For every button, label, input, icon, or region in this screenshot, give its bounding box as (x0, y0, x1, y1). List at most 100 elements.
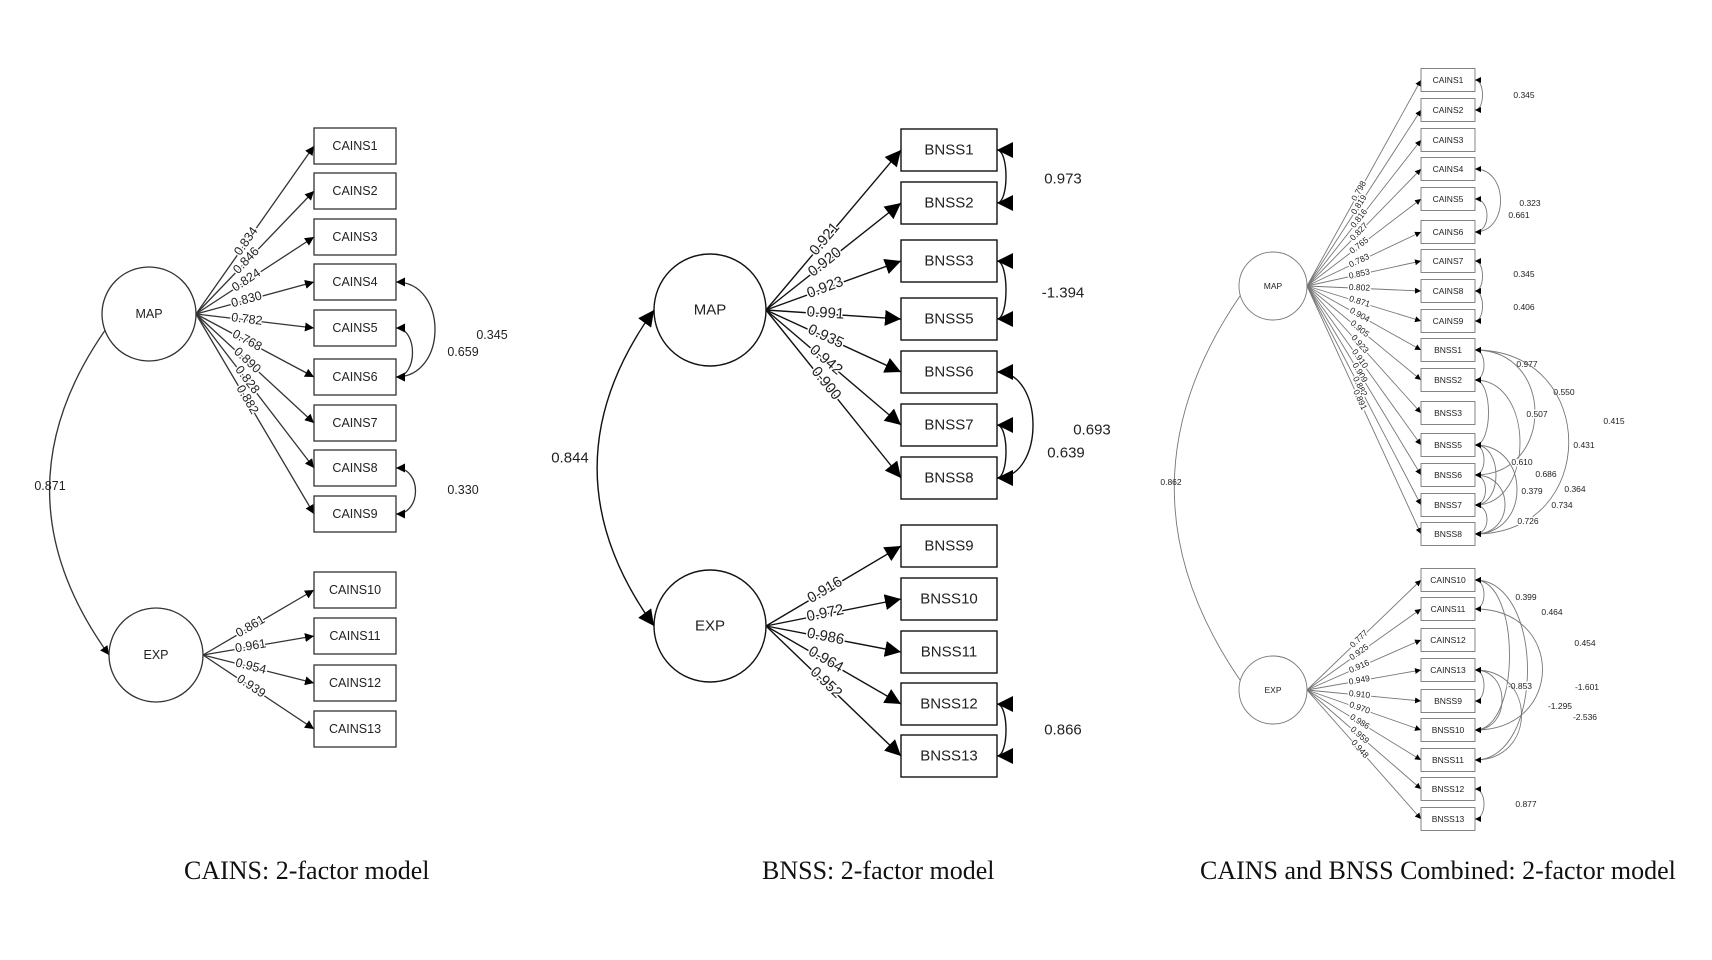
residual-covariance-arrow (1474, 377, 1489, 448)
factor-label-exp: EXP (143, 648, 168, 662)
loading-label: 0.802 (1349, 282, 1371, 293)
residual-covariance-arrow (1474, 472, 1486, 508)
factor-correlation-arrow (48, 313, 118, 656)
loading-arrow (195, 313, 315, 378)
loading-arrow (1306, 139, 1422, 287)
loading-arrow (195, 280, 315, 315)
residual-covariance-arrow (1474, 606, 1543, 733)
residual-covariance-label: 0.345 (1513, 90, 1535, 100)
indicator-label: BNSS10 (920, 591, 978, 608)
indicator-label: BNSS6 (924, 364, 973, 381)
indicator-label: CAINS11 (329, 629, 380, 643)
factor-label-exp: EXP (1264, 685, 1281, 695)
loading-arrow (765, 594, 902, 627)
indicator-label: BNSS12 (920, 696, 978, 713)
residual-covariance-arrow (996, 253, 1014, 327)
residual-covariance-label: 0.364 (1564, 484, 1586, 494)
indicator-label: BNSS10 (1432, 725, 1465, 735)
residual-covariance-arrow (1474, 472, 1506, 537)
indicator-box (900, 128, 998, 172)
indicator-label: BNSS8 (1434, 529, 1462, 539)
loading-arrow (202, 654, 315, 730)
residual-covariance-arrow (1474, 377, 1521, 508)
residual-covariance-label: 0.323 (1519, 198, 1541, 208)
indicator-label: CAINS1 (1433, 75, 1464, 85)
residual-covariance-label: 0.399 (1515, 592, 1537, 602)
loading-arrow (195, 236, 315, 315)
loading-arrow (1306, 231, 1422, 287)
residual-covariance-label: -1.394 (1042, 285, 1085, 302)
loading-arrow (1306, 285, 1422, 535)
loading-label: 0.949 (1348, 673, 1371, 687)
loading-arrow (1306, 689, 1422, 761)
residual-covariance-arrow (1474, 442, 1497, 508)
loading-arrow (1306, 639, 1422, 691)
residual-covariance-label: 0.464 (1541, 607, 1563, 617)
loading-arrow (195, 313, 315, 332)
indicator-label: BNSS5 (1434, 440, 1462, 450)
loading-arrow (1306, 168, 1422, 287)
indicator-label: BNSS12 (1432, 784, 1465, 794)
loading-arrow (1306, 285, 1422, 381)
indicator-label: BNSS11 (1432, 755, 1464, 765)
indicator-box (313, 309, 397, 347)
loading-arrow (1306, 259, 1422, 287)
loading-arrow (202, 633, 315, 656)
loading-arrow (1306, 689, 1422, 731)
loading-arrow (765, 309, 902, 373)
residual-covariance-arrow (395, 463, 417, 519)
residual-covariance-arrow (1474, 288, 1483, 324)
indicator-label: BNSS9 (924, 538, 973, 555)
loading-arrow (765, 625, 902, 657)
indicator-label: BNSS5 (924, 311, 973, 328)
loading-arrow (765, 149, 902, 311)
residual-covariance-label: 0.507 (1526, 409, 1548, 419)
indicator-box (313, 710, 397, 748)
indicator-label: CAINS13 (329, 722, 381, 736)
loading-arrow (1306, 608, 1422, 691)
indicator-label: BNSS13 (920, 748, 978, 765)
residual-covariance-arrow (1474, 347, 1485, 383)
loading-arrow (1306, 579, 1422, 691)
caption-cains-model: CAINS: 2-factor model (184, 856, 430, 885)
indicator-label: CAINS5 (332, 321, 377, 335)
indicator-label: CAINS2 (332, 184, 377, 198)
residual-covariance-label: 0.550 (1553, 387, 1575, 397)
caption-bnss-model: BNSS: 2-factor model (762, 856, 995, 885)
indicator-label: CAINS10 (1430, 575, 1466, 585)
loading-label: 0.991 (806, 303, 845, 322)
loading-arrow (1306, 285, 1422, 294)
indicator-label: BNSS2 (1434, 375, 1462, 385)
loading-arrow (202, 654, 315, 686)
indicator-label: CAINS8 (332, 461, 377, 475)
residual-covariance-label: 0.639 (1047, 445, 1085, 462)
indicator-label: CAINS2 (1433, 105, 1464, 115)
indicator-box (313, 358, 397, 396)
residual-covariance-arrow (1474, 577, 1485, 612)
residual-covariance-label: 0.454 (1574, 638, 1596, 648)
loading-arrow (195, 313, 315, 469)
residual-covariance-label: 0.866 (1044, 722, 1082, 739)
loading-arrow (195, 313, 315, 515)
loading-arrow (195, 190, 315, 315)
residual-covariance-label: 0.610 (1511, 457, 1533, 467)
residual-covariance-label: -0.853 (1508, 681, 1532, 691)
indicator-label: CAINS9 (332, 507, 377, 521)
residual-covariance-arrow (1474, 258, 1483, 294)
residual-covariance-label: 0.877 (1515, 799, 1537, 809)
indicator-label: CAINS1 (332, 139, 377, 153)
loading-arrow (1306, 285, 1422, 446)
indicator-label: CAINS4 (1433, 164, 1464, 174)
loading-arrow (195, 145, 315, 315)
residual-covariance-label: 0.330 (447, 483, 478, 497)
residual-covariance-arrow (1474, 196, 1488, 235)
loading-label: 0.782 (230, 310, 263, 328)
loading-arrow (765, 545, 902, 627)
factor-label-map: MAP (694, 302, 727, 319)
loading-arrow (202, 589, 315, 656)
residual-covariance-arrow (1474, 166, 1501, 235)
indicator-label: CAINS7 (332, 416, 377, 430)
